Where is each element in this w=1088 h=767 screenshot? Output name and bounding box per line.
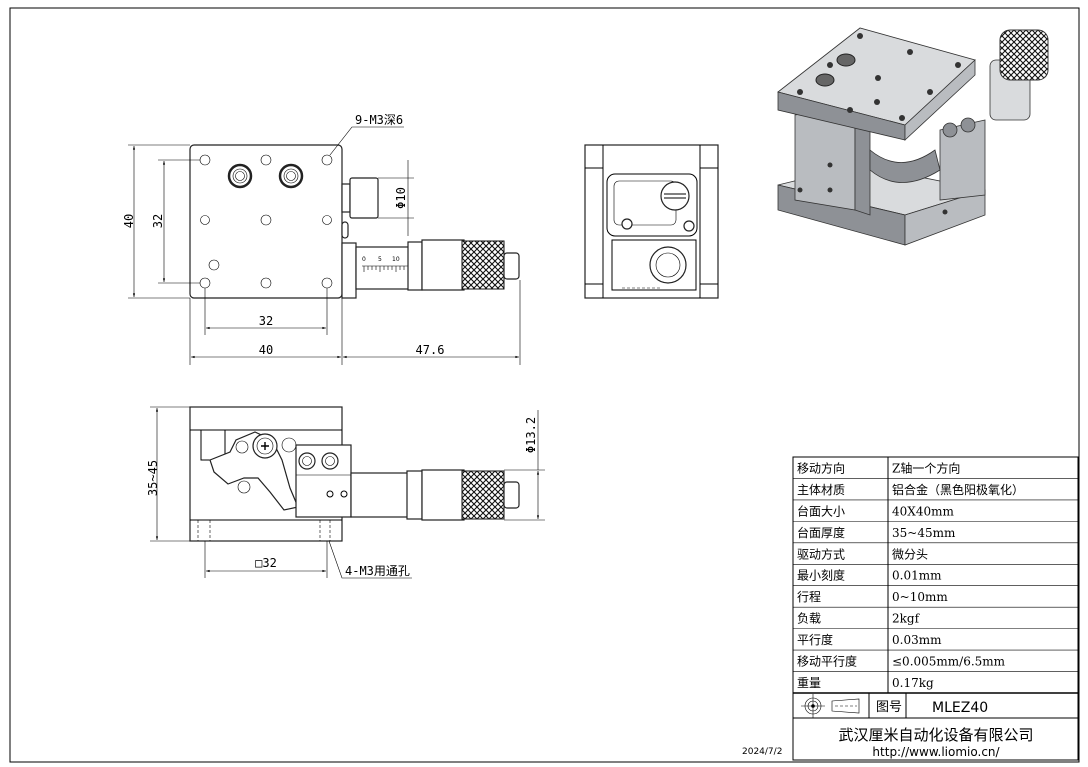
spec-label: 负载 xyxy=(797,612,821,626)
spec-label: 行程 xyxy=(797,589,821,604)
svg-text:32: 32 xyxy=(151,214,165,228)
counterbore-screws xyxy=(227,163,304,189)
top-view: 0 5 10 9-M3深6 40 32 32 40 47.6 xyxy=(122,113,521,365)
spec-value: 微分头 xyxy=(892,547,928,561)
svg-text:0: 0 xyxy=(362,256,366,263)
spec-value: 2kgf xyxy=(892,612,921,626)
mounting-holes xyxy=(199,154,333,289)
svg-text:47.6: 47.6 xyxy=(416,343,445,357)
company-name: 武汉厘米自动化设备有限公司 xyxy=(838,726,1033,744)
spec-value: 40X40mm xyxy=(892,504,954,518)
svg-text:□32: □32 xyxy=(255,556,277,570)
projection-symbol xyxy=(801,694,860,718)
isometric-view xyxy=(777,27,1049,246)
drawing-date: 2024/7/2 xyxy=(742,747,782,757)
svg-text:35~45: 35~45 xyxy=(146,460,160,496)
front-view xyxy=(584,144,719,299)
svg-text:32: 32 xyxy=(259,314,273,328)
spec-value: 0.17kg xyxy=(892,676,934,690)
spec-value: ≤0.005mm/6.5mm xyxy=(892,655,1006,669)
spec-value: 0.03mm xyxy=(892,633,942,647)
spec-label: 平行度 xyxy=(797,632,833,647)
spec-label: 移动平行度 xyxy=(797,654,857,669)
drawing-frame xyxy=(9,7,1080,763)
spec-value: Z轴一个方向 xyxy=(892,460,960,475)
spec-label: 主体材质 xyxy=(797,483,845,497)
side-view: 35~45 □32 Φ13.2 4-M3用通孔 xyxy=(146,406,545,579)
spec-label: 移动方向 xyxy=(797,460,845,475)
svg-text:Φ13.2: Φ13.2 xyxy=(524,417,538,453)
mount-note: 4-M3用通孔 xyxy=(345,564,410,578)
spec-value: 35~45mm xyxy=(892,526,956,540)
drawing-no-label: 图号 xyxy=(876,700,902,715)
lock-knob xyxy=(349,177,379,219)
company-url: http://www.liomio.cn/ xyxy=(872,745,1000,759)
spec-label: 重量 xyxy=(797,676,821,690)
spec-value: 铝合金（黑色阳极氧化） xyxy=(892,482,1024,497)
svg-text:Φ10: Φ10 xyxy=(394,187,408,209)
svg-text:10: 10 xyxy=(392,256,400,263)
spec-label: 最小刻度 xyxy=(797,568,845,583)
hole-note: 9-M3深6 xyxy=(355,113,403,127)
spec-value: 0.01mm xyxy=(892,569,942,583)
stage-top-plate xyxy=(189,144,343,299)
svg-text:5: 5 xyxy=(378,256,382,263)
svg-text:40: 40 xyxy=(259,343,273,357)
spec-label: 台面大小 xyxy=(797,503,845,518)
spec-label: 驱动方式 xyxy=(797,546,845,561)
drawing-no: MLEZ40 xyxy=(932,700,988,716)
micrometer-top: 0 5 10 xyxy=(341,239,520,299)
spec-label: 台面厚度 xyxy=(797,525,845,540)
spec-value: 0~10mm xyxy=(892,590,948,604)
svg-text:40: 40 xyxy=(122,214,136,228)
